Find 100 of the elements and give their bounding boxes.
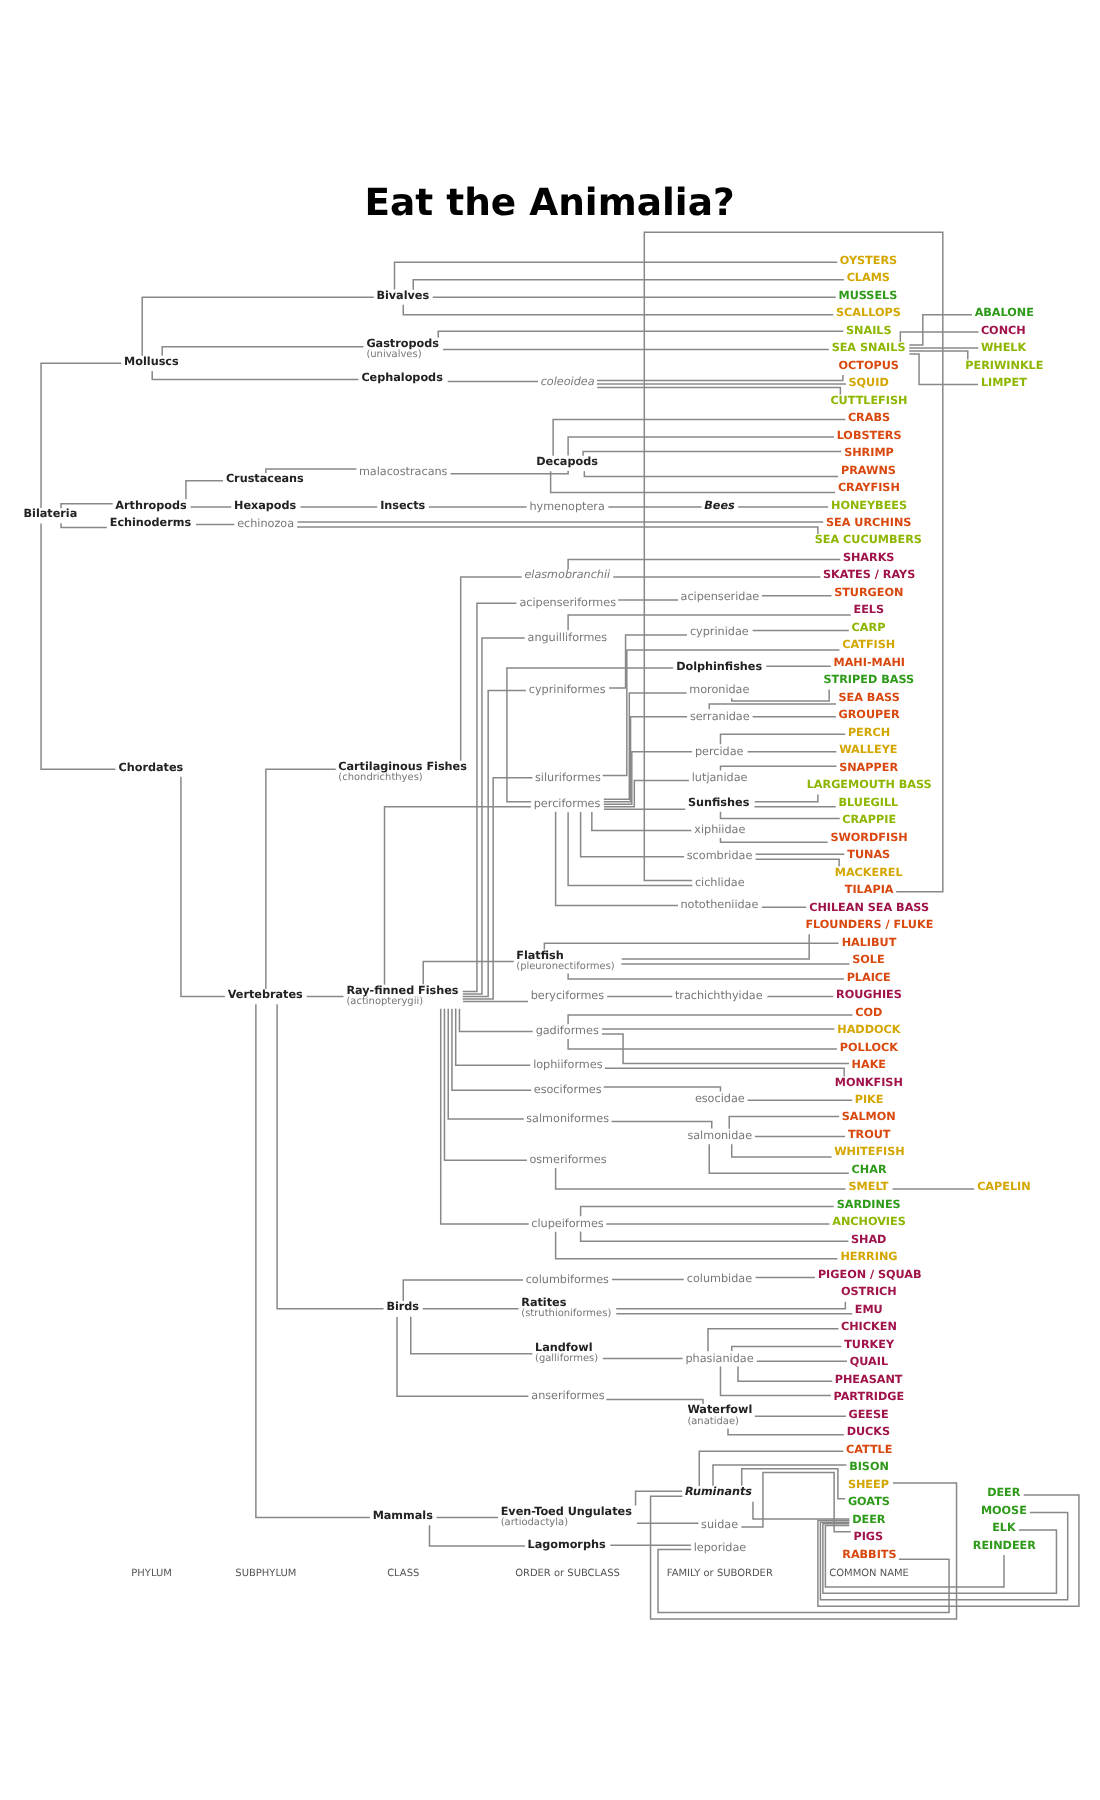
connector [606,995,674,998]
connector [447,1008,525,1120]
connector [612,576,822,578]
connector [582,450,842,457]
connector [554,1167,847,1190]
connector [461,776,534,1000]
connector [461,602,518,993]
connector [402,1279,524,1302]
connector [185,480,224,500]
connector [422,1308,520,1310]
connector [601,1033,850,1065]
connector [596,386,842,396]
connector [719,837,829,844]
connector [899,331,980,343]
connector [603,692,688,800]
connector [708,1143,850,1175]
connector [611,1278,685,1281]
connector [567,558,841,571]
connector [396,1316,530,1397]
connector [756,1360,848,1362]
connector [60,503,114,509]
connector [601,1028,836,1030]
connector [727,1427,845,1436]
connector [428,1524,526,1547]
connector [410,1315,534,1355]
connector [609,1544,692,1547]
connector [761,594,833,597]
connector [817,1494,1080,1607]
connector [567,1014,854,1025]
connector [446,380,539,383]
connector [449,470,569,475]
connector [602,1357,684,1360]
connector [459,576,523,762]
connector [746,751,838,753]
connector [567,972,845,980]
connector [506,667,674,803]
connector [740,1471,852,1533]
connector [439,1008,530,1225]
connector [603,716,688,803]
connector [766,995,834,998]
connector [657,1548,950,1614]
connector [636,1522,700,1525]
connector [265,468,358,474]
connector [643,231,944,893]
connector [603,1086,722,1093]
connector [255,1003,371,1519]
connector [567,614,852,632]
connector [620,963,851,965]
connector [751,629,850,632]
connector [40,522,117,770]
connector [908,350,969,361]
connector [605,1223,831,1225]
connector [591,811,693,832]
connector [596,383,847,385]
connector [603,808,686,810]
connector [761,906,808,908]
connector [621,933,810,960]
connector [610,1120,713,1130]
connector [605,1398,704,1405]
connector [730,1345,843,1352]
connector [422,960,515,986]
connector [180,776,226,998]
connector [428,506,528,508]
connector [161,346,365,357]
connector [737,1365,833,1382]
connector [908,353,979,386]
connector [740,1467,846,1500]
connector [712,1464,848,1487]
connector [462,637,526,995]
connector [451,1008,532,1091]
connector [719,765,838,772]
connector [754,1135,846,1138]
connector [607,506,703,508]
connector [412,278,845,291]
connector [601,649,841,777]
connector [462,1000,529,1003]
connector [752,1500,851,1520]
connector [698,1450,845,1487]
connector [891,1188,975,1190]
connector [579,1230,850,1243]
connector [567,811,694,887]
connector [603,779,690,808]
connector [617,599,679,601]
connector [649,1482,958,1620]
diagram-title: Eat the Animalia? [364,182,735,225]
connector [754,1276,816,1279]
connector [608,634,688,689]
connector [708,703,837,710]
connector [707,1328,840,1352]
connector [908,313,973,346]
connector [579,1205,835,1218]
connector [552,418,847,457]
connector [40,362,123,509]
connector [296,526,819,535]
connector [567,1038,838,1050]
connector [435,1516,499,1519]
connector [296,521,824,523]
connector [454,1007,531,1066]
connector [765,665,832,667]
connector [583,470,839,478]
